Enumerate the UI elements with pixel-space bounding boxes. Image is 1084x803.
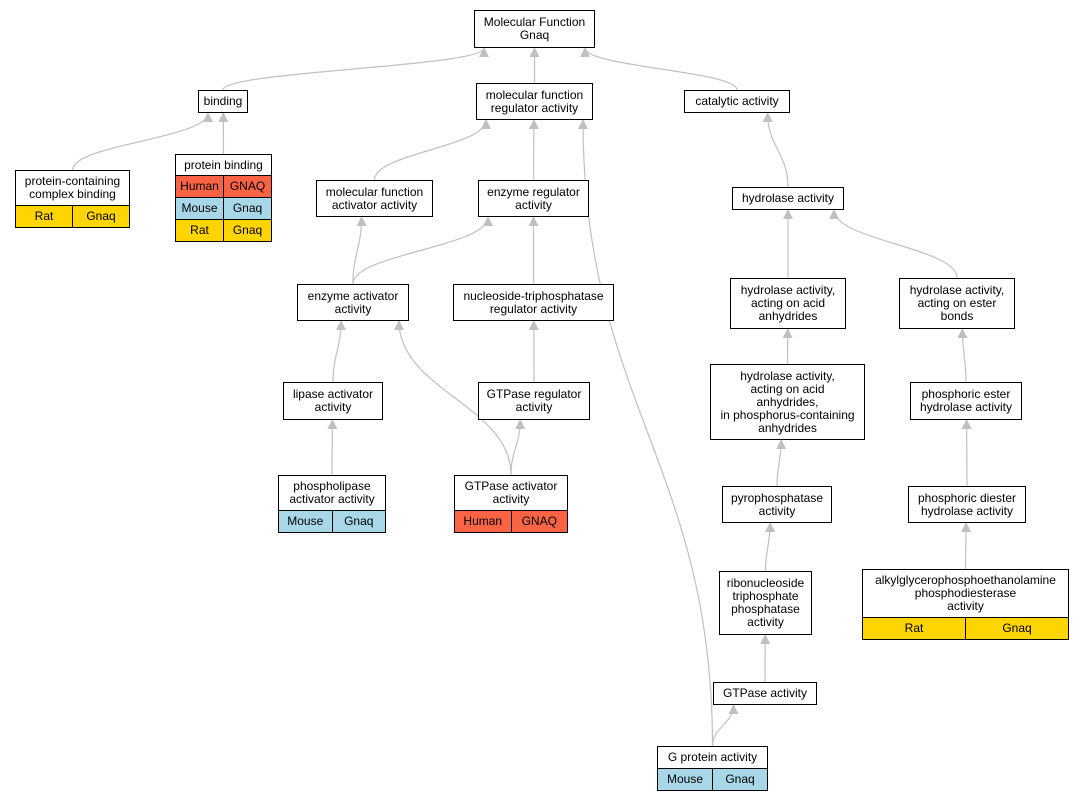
species-cell: Mouse xyxy=(181,201,218,215)
term-label: G protein activity xyxy=(667,750,758,764)
term-label: pyrophosphatase activity xyxy=(730,490,824,518)
term-label: enzyme regulator activity xyxy=(487,184,580,212)
node-hydrolase-phosphorus[interactable]: hydrolase activity, acting on acid anhyd… xyxy=(710,364,865,440)
term-label: protein binding xyxy=(184,157,263,172)
node-gtpase-activity[interactable]: GTPase activity xyxy=(713,682,817,705)
species-cell: Rat xyxy=(904,621,924,635)
edge-gtpase-activator-to-enzyme-activator xyxy=(394,320,512,476)
node-molecular-function[interactable]: Molecular Function Gnaq xyxy=(474,10,595,48)
node-mf-activator[interactable]: molecular function activator activity xyxy=(316,180,433,217)
annotation-row: Rat Gnaq xyxy=(176,219,271,241)
species-cell: Rat xyxy=(190,223,209,237)
node-ribonucleoside-tp[interactable]: ribonucleoside triphosphate phosphatase … xyxy=(719,571,812,635)
term-label: hydrolase activity, acting on ester bond… xyxy=(909,283,1005,323)
term-label: binding xyxy=(203,94,243,108)
node-hydrolase-acid-anhydrides[interactable]: hydrolase activity, acting on acid anhyd… xyxy=(730,278,846,329)
annotation-row: Mouse Gnaq xyxy=(176,197,271,219)
node-phosphoric-diester-hydrolase[interactable]: phosphoric diester hydrolase activity xyxy=(908,486,1026,523)
annotation-row: Rat Gnaq xyxy=(16,205,129,227)
edge-gtpase-activator-to-gtpase-regulator xyxy=(510,419,526,476)
edge-enzyme-activator-to-enzyme-regulator xyxy=(352,216,493,285)
term-label: enzyme activator activity xyxy=(307,288,399,316)
edge-phosphoric-ester-hydrolase-to-hydrolase-ester-bonds xyxy=(957,328,968,383)
annotation-row: Rat Gnaq xyxy=(863,617,1068,639)
term-label: phospholipase activator activity xyxy=(289,479,375,506)
annotation-row: Mouse Gnaq xyxy=(279,510,385,532)
species-cell: Human xyxy=(463,514,503,528)
node-binding[interactable]: binding xyxy=(198,90,248,113)
gene-cell: Gnaq xyxy=(223,198,271,219)
term-label: lipase activator activity xyxy=(292,387,374,414)
edge-hydrolase-to-catalytic xyxy=(762,112,789,188)
term-label: GTPase activator activity xyxy=(464,479,558,506)
gene-cell: Gnaq xyxy=(223,220,271,241)
node-enzyme-activator[interactable]: enzyme activator activity xyxy=(297,284,409,321)
node-hydrolase-ester-bonds[interactable]: hydrolase activity, acting on ester bond… xyxy=(899,278,1015,329)
term-label: GTPase regulator activity xyxy=(486,387,582,414)
term-label: molecular function activator activity xyxy=(325,184,424,212)
term-label: Molecular Function Gnaq xyxy=(483,15,586,42)
gene-cell: Gnaq xyxy=(712,769,767,790)
edge-mf-activator-to-mf-regulator xyxy=(373,119,491,181)
term-label: hydrolase activity, acting on acid anhyd… xyxy=(720,368,855,435)
edge-alkylglycero-to-phosphoric-diester-hydrolase xyxy=(961,522,972,570)
node-ntp-regulator[interactable]: nucleoside-triphosphatase regulator acti… xyxy=(453,284,614,321)
term-label: alkylglycerophosphoethanolamine phosphod… xyxy=(875,573,1056,613)
edge-ribonucleoside-tp-to-pyrophosphatase xyxy=(764,522,776,572)
gene-cell: Gnaq xyxy=(965,618,1068,639)
node-pyrophosphatase[interactable]: pyrophosphatase activity xyxy=(722,486,832,523)
term-label: hydrolase activity, acting on acid anhyd… xyxy=(740,283,836,323)
term-label: nucleoside-triphosphatase regulator acti… xyxy=(463,288,604,316)
annotation-row: Human GNAQ xyxy=(176,175,271,197)
node-lipase-activator[interactable]: lipase activator activity xyxy=(283,382,383,420)
gene-cell: Gnaq xyxy=(72,206,129,227)
gene-cell: GNAQ xyxy=(510,511,568,532)
node-gtpase-regulator[interactable]: GTPase regulator activity xyxy=(478,382,590,420)
node-mf-regulator[interactable]: molecular function regulator activity xyxy=(476,83,593,120)
term-label: phosphoric diester hydrolase activity xyxy=(917,490,1017,518)
node-enzyme-regulator[interactable]: enzyme regulator activity xyxy=(478,180,589,217)
edge-catalytic-to-molecular-function xyxy=(580,47,738,91)
node-hydrolase[interactable]: hydrolase activity xyxy=(732,187,844,210)
term-label: catalytic activity xyxy=(695,94,779,108)
edge-hydrolase-ester-bonds-to-hydrolase xyxy=(829,209,958,279)
annotation-row: Human GNAQ xyxy=(455,510,567,532)
edge-pyrophosphatase-to-hydrolase-phosphorus xyxy=(776,439,787,487)
edge-enzyme-activator-to-mf-activator xyxy=(352,216,367,285)
edge-g-protein-activity-to-gtpase-activity xyxy=(711,704,739,747)
term-label: protein-containing complex binding xyxy=(24,174,121,201)
term-label: hydrolase activity xyxy=(741,191,835,205)
term-label: GTPase activity xyxy=(722,686,808,700)
edge-binding-to-molecular-function xyxy=(222,47,489,91)
node-alkylglycero[interactable]: alkylglycerophosphoethanolamine phosphod… xyxy=(862,569,1069,640)
node-catalytic[interactable]: catalytic activity xyxy=(684,90,790,113)
species-cell: Human xyxy=(180,179,219,193)
gene-cell: Gnaq xyxy=(331,511,386,532)
species-cell: Mouse xyxy=(666,772,704,786)
term-label: phosphoric ester hydrolase activity xyxy=(919,387,1013,414)
gene-cell: GNAQ xyxy=(223,176,271,197)
species-cell: Mouse xyxy=(287,514,324,528)
edge-protein-complex-binding-to-binding xyxy=(71,112,213,171)
edge-lipase-activator-to-enzyme-activator xyxy=(332,320,346,383)
term-label: ribonucleoside triphosphate phosphatase … xyxy=(726,576,805,629)
edge-g-protein-activity-to-mf-regulator xyxy=(578,119,714,747)
annotation-row: Mouse Gnaq xyxy=(658,768,767,790)
term-label: molecular function regulator activity xyxy=(485,87,584,115)
node-phosphoric-ester-hydrolase[interactable]: phosphoric ester hydrolase activity xyxy=(910,382,1022,420)
species-cell: Rat xyxy=(34,209,54,223)
